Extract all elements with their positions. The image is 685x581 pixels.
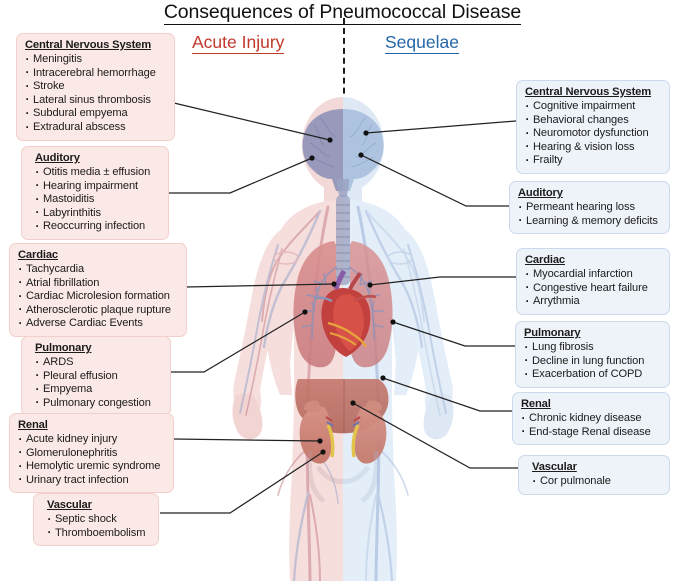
acute-box-renal-heading: Renal xyxy=(18,419,48,431)
list-item: Behavioral changes xyxy=(525,113,662,128)
list-item: Chronic kidney disease xyxy=(521,412,662,426)
list-item: Thromboembolism xyxy=(47,526,151,541)
sequelae-box-vascular-heading: Vascular xyxy=(532,461,577,473)
acute-box-cardiac-heading: Cardiac xyxy=(18,249,58,261)
human-anatomy-illustration xyxy=(232,97,454,581)
list-item: Subdural empyema xyxy=(25,107,167,121)
list-item: Pleural effusion xyxy=(35,369,163,384)
column-heading-sequelae-text: Sequelae xyxy=(385,32,459,54)
list-item: Myocardial infarction xyxy=(525,268,662,282)
column-heading-acute-injury: Acute Injury xyxy=(192,32,285,54)
sequelae-box-renal-list: Chronic kidney disease End-stage Renal d… xyxy=(521,412,662,439)
list-item: Cardiac Microlesion formation xyxy=(18,290,179,304)
column-heading-sequelae: Sequelae xyxy=(385,32,459,54)
list-item: Learning & memory deficits xyxy=(518,214,662,229)
acute-box-pulmonary-heading: Pulmonary xyxy=(35,342,92,354)
list-item: Reoccurring infection xyxy=(35,220,161,234)
sequelae-box-auditory-heading: Auditory xyxy=(518,187,563,199)
list-item: Mastoiditis xyxy=(35,193,161,207)
list-item: Otitis media ± effusion xyxy=(35,166,161,180)
list-item: Empyema xyxy=(35,383,163,397)
acute-box-vascular-list: Septic shock Thromboembolism xyxy=(47,513,151,540)
sequelae-box-renal-heading: Renal xyxy=(521,398,551,410)
list-item: Labyrinthitis xyxy=(35,206,161,221)
list-item: Septic shock xyxy=(47,513,151,527)
list-item: ARDS xyxy=(35,356,163,370)
list-item: Cognitive impairment xyxy=(525,100,662,114)
list-item: Atherosclerotic plaque rupture xyxy=(18,303,179,318)
heart-organ xyxy=(313,269,377,357)
sequelae-box-pulmonary[interactable]: Pulmonary Lung fibrosis Decline in lung … xyxy=(515,321,670,388)
list-item: Exacerbation of COPD xyxy=(524,368,662,382)
list-item: Extradural abscess xyxy=(25,121,167,135)
list-item: Urinary tract infection xyxy=(18,473,166,488)
list-item: Pulmonary congestion xyxy=(35,396,163,411)
brain-organ xyxy=(302,109,384,197)
acute-box-vascular[interactable]: Vascular Septic shock Thromboembolism xyxy=(33,493,159,547)
list-item: Atrial fibrillation xyxy=(18,276,179,291)
list-item: Arrythmia xyxy=(525,295,662,309)
sequelae-box-vascular[interactable]: Vascular Cor pulmonale xyxy=(518,455,670,495)
acute-box-central-nervous-system-list: Meningitis Intracerebral hemorrhage Stro… xyxy=(25,53,167,135)
sequelae-box-central-nervous-system-list: Cognitive impairment Behavioral changes … xyxy=(525,100,662,168)
acute-box-cardiac[interactable]: Cardiac Tachycardia Atrial fibrillation … xyxy=(9,243,187,338)
acute-box-pulmonary[interactable]: Pulmonary ARDS Pleural effusion Empyema … xyxy=(21,336,171,417)
list-item: Tachycardia xyxy=(18,263,179,277)
list-item: Adverse Cardiac Events xyxy=(18,317,179,331)
sequelae-box-vascular-list: Cor pulmonale xyxy=(532,475,662,489)
list-item: Decline in lung function xyxy=(524,354,662,369)
acute-box-renal[interactable]: Renal Acute kidney injury Glomerulonephr… xyxy=(9,413,174,494)
list-item: Lung fibrosis xyxy=(524,341,662,355)
list-item: Permeant hearing loss xyxy=(518,201,662,215)
list-item: Hearing & vision loss xyxy=(525,140,662,155)
sequelae-box-cardiac-heading: Cardiac xyxy=(525,254,565,266)
list-item: End-stage Renal disease xyxy=(521,425,662,440)
list-item: Glomerulonephritis xyxy=(18,446,166,461)
sequelae-box-central-nervous-system[interactable]: Central Nervous System Cognitive impairm… xyxy=(516,80,670,175)
acute-box-auditory-heading: Auditory xyxy=(35,152,80,164)
acute-box-central-nervous-system[interactable]: Central Nervous System Meningitis Intrac… xyxy=(16,33,175,141)
sequelae-box-cardiac-list: Myocardial infarction Congestive heart f… xyxy=(525,268,662,309)
acute-box-cardiac-list: Tachycardia Atrial fibrillation Cardiac … xyxy=(18,263,179,331)
sequelae-box-central-nervous-system-heading: Central Nervous System xyxy=(525,86,652,98)
list-item: Meningitis xyxy=(25,53,167,67)
page-title: Consequences of Pneumococcal Disease xyxy=(0,1,685,25)
acute-box-renal-list: Acute kidney injury Glomerulonephritis H… xyxy=(18,433,166,487)
acute-box-pulmonary-list: ARDS Pleural effusion Empyema Pulmonary … xyxy=(35,356,163,410)
sequelae-box-cardiac[interactable]: Cardiac Myocardial infarction Congestive… xyxy=(516,248,670,315)
acute-box-vascular-heading: Vascular xyxy=(47,499,92,511)
sequelae-box-auditory[interactable]: Auditory Permeant hearing loss Learning … xyxy=(509,181,670,235)
sequelae-box-renal[interactable]: Renal Chronic kidney disease End-stage R… xyxy=(512,392,670,446)
list-item: Hearing impairment xyxy=(35,179,161,194)
list-item: Cor pulmonale xyxy=(532,475,662,489)
acute-box-central-nervous-system-heading: Central Nervous System xyxy=(25,39,152,51)
acute-box-auditory-list: Otitis media ± effusion Hearing impairme… xyxy=(35,166,161,234)
list-item: Frailty xyxy=(525,154,662,168)
list-item: Hemolytic uremic syndrome xyxy=(18,460,166,474)
acute-box-auditory[interactable]: Auditory Otitis media ± effusion Hearing… xyxy=(21,146,169,241)
column-heading-acute-injury-text: Acute Injury xyxy=(192,32,285,54)
sequelae-box-pulmonary-list: Lung fibrosis Decline in lung function E… xyxy=(524,341,662,382)
list-item: Lateral sinus thrombosis xyxy=(25,93,167,108)
list-item: Stroke xyxy=(25,80,167,94)
list-item: Intracerebral hemorrhage xyxy=(25,66,167,81)
sequelae-box-pulmonary-heading: Pulmonary xyxy=(524,327,581,339)
list-item: Congestive heart failure xyxy=(525,281,662,296)
page-title-text: Consequences of Pneumococcal Disease xyxy=(163,1,522,25)
list-item: Acute kidney injury xyxy=(18,433,166,447)
sequelae-box-auditory-list: Permeant hearing loss Learning & memory … xyxy=(518,201,662,228)
list-item: Neuromotor dysfunction xyxy=(525,127,662,141)
